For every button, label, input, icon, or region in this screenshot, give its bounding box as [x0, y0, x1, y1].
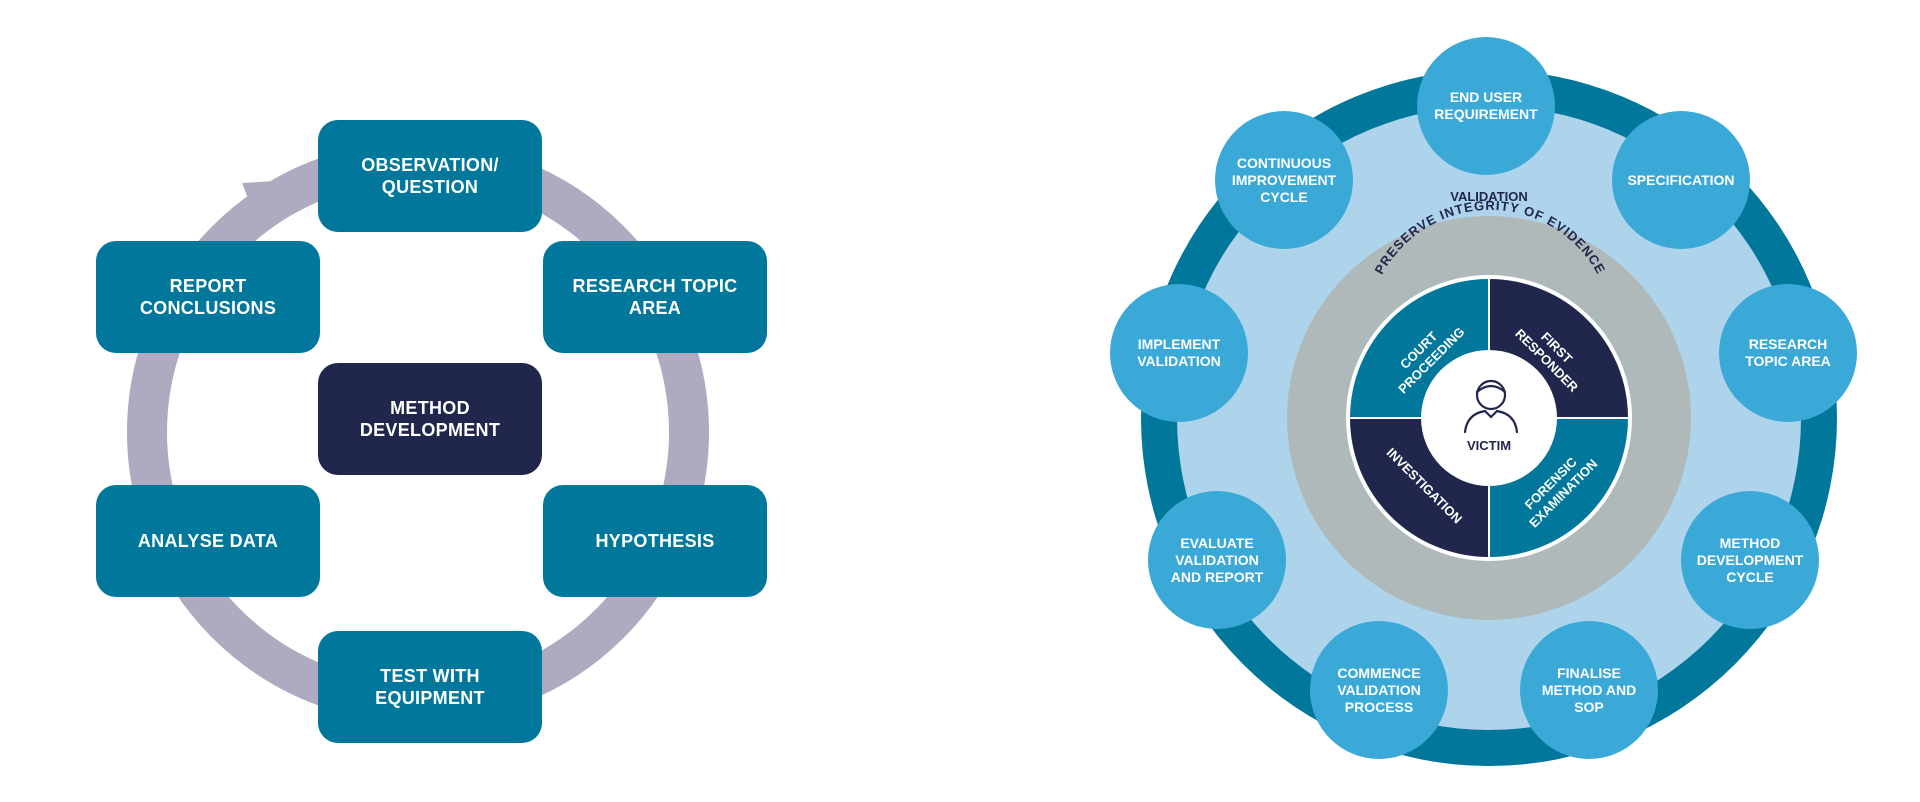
step-report-conclusions: REPORT CONCLUSIONS [96, 241, 320, 353]
step-hypothesis: HYPOTHESIS [543, 485, 767, 597]
victim-label: VICTIM [1467, 438, 1511, 453]
bubble-specification: SPECIFICATION [1612, 111, 1750, 249]
bubble-end-user-requirement: END USER REQUIREMENT [1417, 37, 1555, 175]
cycle-arrowhead [242, 179, 306, 234]
bubble-commence-validation-process: COMMENCE VALIDATION PROCESS [1310, 621, 1448, 759]
bubble-evaluate-validation-and-report: EVALUATE VALIDATION AND REPORT [1148, 491, 1286, 629]
step-research-topic-area: RESEARCH TOPIC AREA [543, 241, 767, 353]
bubble-research-topic-area: RESEARCH TOPIC AREA [1719, 284, 1857, 422]
bubble-finalise-method-and-sop: FINALISE METHOD AND SOP [1520, 621, 1658, 759]
center-method-development: METHOD DEVELOPMENT [318, 363, 542, 475]
victim-center [1421, 350, 1557, 486]
step-observation-question: OBSERVATION/ QUESTION [318, 120, 542, 232]
validation-label: VALIDATION [1450, 189, 1528, 204]
bubble-implement-validation: IMPLEMENT VALIDATION [1110, 284, 1248, 422]
bubble-method-development-cycle: METHOD DEVELOPMENT CYCLE [1681, 491, 1819, 629]
step-test-with-equipment: TEST WITH EQUIPMENT [318, 631, 542, 743]
bubble-continuous-improvement-cycle: CONTINUOUS IMPROVEMENT CYCLE [1215, 111, 1353, 249]
step-analyse-data: ANALYSE DATA [96, 485, 320, 597]
person-icon [1463, 379, 1519, 434]
